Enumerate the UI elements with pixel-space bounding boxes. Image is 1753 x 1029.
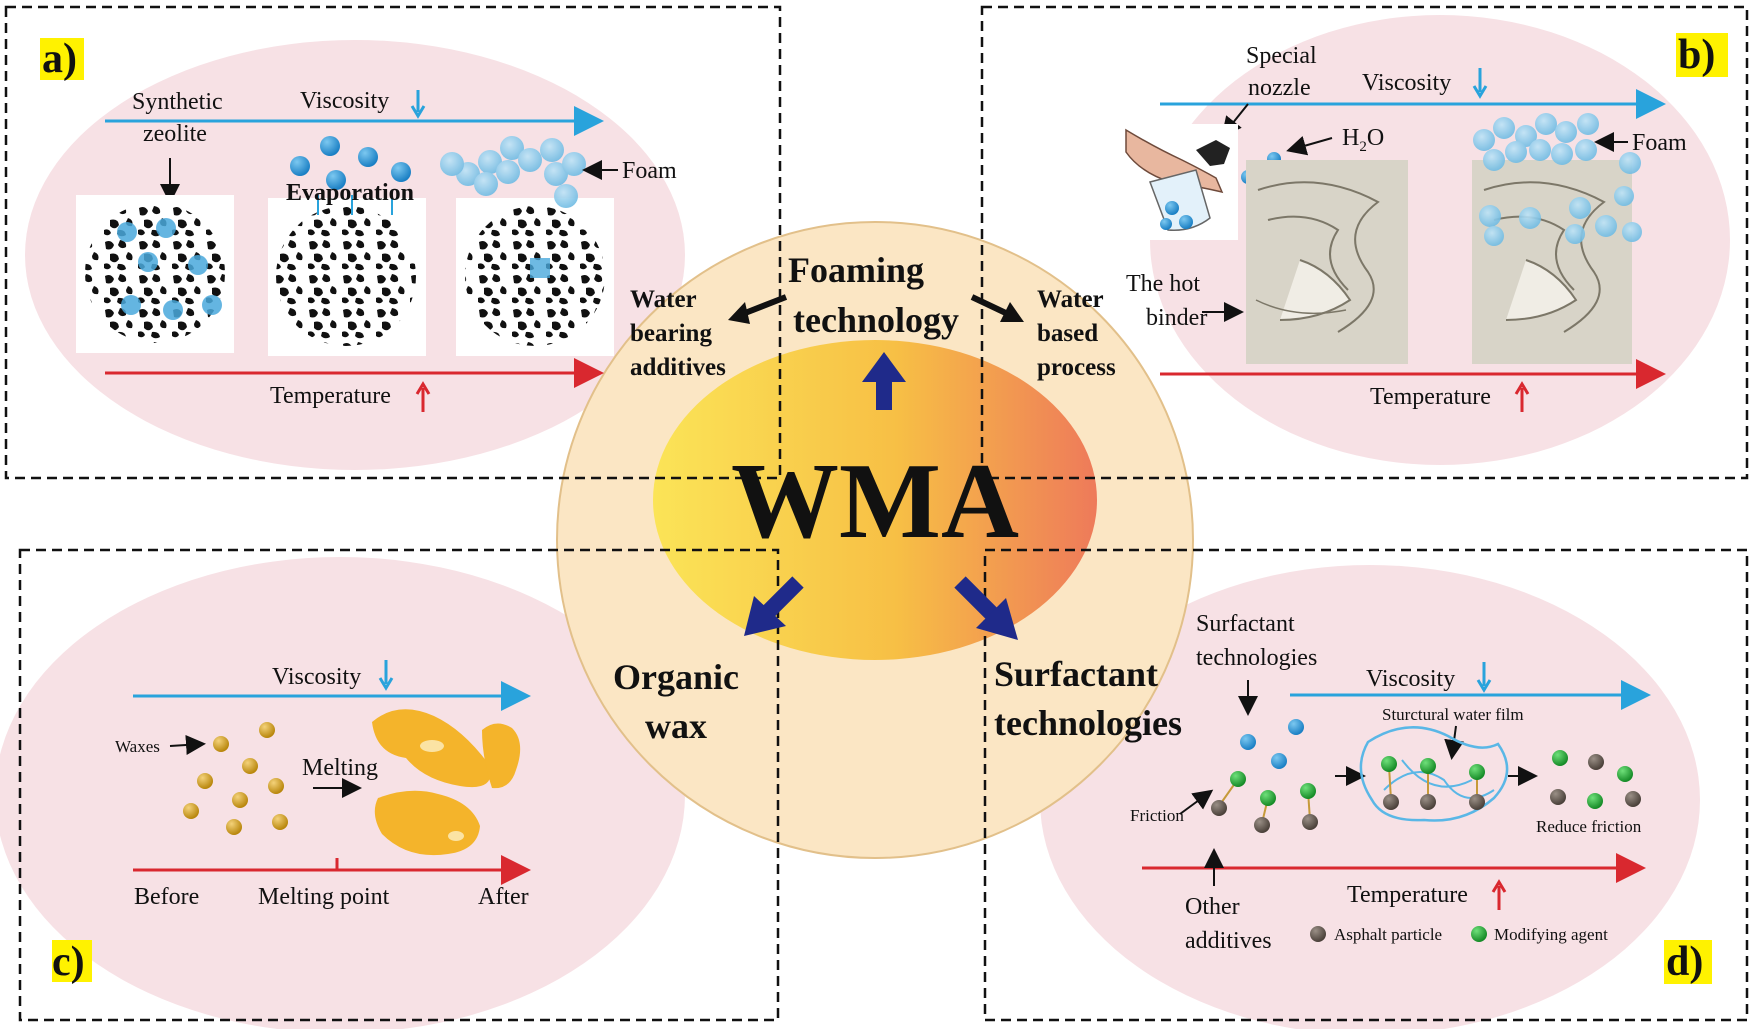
arrow-to-water-based (970, 294, 1024, 322)
zeolite-image-2: Evaporation (268, 136, 426, 356)
panel-d-frame (983, 548, 1749, 1022)
spray-bottle-icon (1122, 124, 1238, 240)
legend-asphalt-particle: Asphalt particle (1310, 925, 1442, 944)
svg-text:additives: additives (630, 354, 726, 381)
panel-a-synthetic-label: Synthetic zeolite (132, 89, 223, 204)
reduce-friction-label: Reduce friction (1536, 817, 1642, 836)
svg-text:Waxes: Waxes (115, 737, 160, 756)
svg-text:process: process (1037, 354, 1116, 381)
panel-c-temperature-axis: Before Melting point After (133, 855, 531, 910)
panel-c-frame (18, 548, 780, 1022)
svg-text:bearing: bearing (630, 320, 712, 347)
svg-text:Special: Special (1246, 43, 1317, 69)
svg-text:Melting point: Melting point (258, 884, 390, 910)
legend-modifying-agent: Modifying agent (1471, 925, 1608, 944)
melting-label: Melting (302, 755, 378, 798)
svg-text:technologies: technologies (1196, 645, 1317, 671)
svg-text:Viscosity: Viscosity (300, 88, 389, 114)
foaming-label-line1: Foaming (788, 250, 924, 290)
blue-arrow-down-right (954, 576, 1018, 640)
h2o-label: H2O (1286, 125, 1384, 156)
svg-text:wax: wax (645, 706, 707, 746)
tag-d: d) (1664, 939, 1712, 985)
svg-text:Water: Water (630, 286, 697, 313)
panel-b-frame (980, 5, 1749, 480)
svg-text:zeolite: zeolite (143, 121, 207, 147)
svg-text:Sturctural water film: Sturctural water film (1382, 705, 1524, 724)
water-bearing-label: Water bearing additives (630, 286, 726, 381)
arrow-to-water-bearing (728, 294, 788, 324)
svg-text:Viscosity: Viscosity (1362, 70, 1451, 96)
panel-b-viscosity: Viscosity (1160, 68, 1666, 119)
panel-c-viscosity: Viscosity (133, 660, 531, 711)
svg-text:additives: additives (1185, 928, 1272, 954)
svg-text:Modifying agent: Modifying agent (1494, 925, 1608, 944)
friction-label: Friction (1130, 789, 1214, 825)
svg-text:Asphalt particle: Asphalt particle (1334, 925, 1442, 944)
panel-a-foam-label: Foam (622, 158, 677, 184)
tag-c: c) (52, 939, 92, 985)
svg-text:technologies: technologies (994, 703, 1182, 743)
blue-arrow-down-left (744, 576, 804, 636)
svg-text:Melting: Melting (302, 755, 378, 781)
svg-text:Organic: Organic (613, 657, 739, 697)
organic-wax-label: Organic wax (613, 657, 739, 746)
hot-binder-image-1 (1246, 160, 1408, 364)
wax-particles (183, 722, 288, 835)
tag-b: b) (1676, 32, 1728, 78)
svg-text:nozzle: nozzle (1248, 75, 1311, 101)
panel-a-viscosity: Viscosity (105, 88, 604, 136)
panel-b-foam-label: Foam (1632, 130, 1687, 156)
svg-text:Temperature: Temperature (270, 383, 391, 409)
svg-text:H2O: H2O (1342, 125, 1384, 155)
panel-a-frame (4, 5, 782, 480)
panel-a-temperature: Temperature (105, 358, 604, 412)
svg-text:Viscosity: Viscosity (1366, 666, 1455, 692)
svg-text:Water: Water (1037, 286, 1104, 313)
svg-text:Surfactant: Surfactant (994, 654, 1158, 694)
svg-text:Other: Other (1185, 894, 1240, 920)
reduced-friction-particles (1550, 750, 1641, 809)
waxes-label: Waxes (115, 735, 206, 756)
svg-text:binder: binder (1146, 305, 1207, 331)
svg-text:After: After (478, 884, 529, 910)
hot-binder-image-2: Foam (1472, 113, 1687, 364)
svg-text:Synthetic: Synthetic (132, 89, 223, 115)
svg-text:The hot: The hot (1126, 271, 1200, 297)
melted-wax-blobs (372, 709, 521, 856)
svg-text:based: based (1037, 320, 1098, 347)
svg-text:Surfactant: Surfactant (1196, 611, 1295, 637)
svg-text:Friction: Friction (1130, 806, 1184, 825)
svg-text:Temperature: Temperature (1370, 384, 1491, 410)
center-title: WMA (731, 442, 1019, 561)
evaporation-label: Evaporation (286, 180, 414, 206)
blue-arrow-up (862, 352, 906, 410)
water-film-label: Sturctural water film (1382, 705, 1524, 760)
hot-binder-label: The hot binder (1126, 271, 1244, 331)
panel-d-surfactant-label: Surfactant technologies (1196, 611, 1317, 716)
panel-b-temperature: Temperature (1160, 359, 1666, 412)
svg-text:c): c) (52, 939, 85, 985)
tag-a: a) (40, 36, 84, 82)
panel-d-viscosity: Viscosity (1290, 662, 1651, 710)
foaming-label-line2: technology (793, 300, 959, 340)
svg-text:Before: Before (134, 884, 199, 910)
svg-text:b): b) (1678, 32, 1715, 78)
water-based-label: Water based process (1037, 286, 1116, 381)
svg-text:a): a) (42, 36, 77, 82)
svg-text:Temperature: Temperature (1347, 882, 1468, 908)
other-additives-label: Other additives (1185, 848, 1272, 954)
special-nozzle-label: Special nozzle (1221, 43, 1317, 138)
zeolite-image-3: Foam (440, 136, 677, 356)
zeolite-image-1 (76, 195, 234, 353)
surfactant-molecules (1211, 719, 1318, 833)
svg-text:d): d) (1666, 939, 1703, 985)
surfactant-center-label: Surfactant technologies (994, 654, 1182, 743)
svg-text:Viscosity: Viscosity (272, 664, 361, 690)
water-film-network (1359, 726, 1509, 822)
panel-d-temperature: Temperature (1142, 853, 1646, 910)
